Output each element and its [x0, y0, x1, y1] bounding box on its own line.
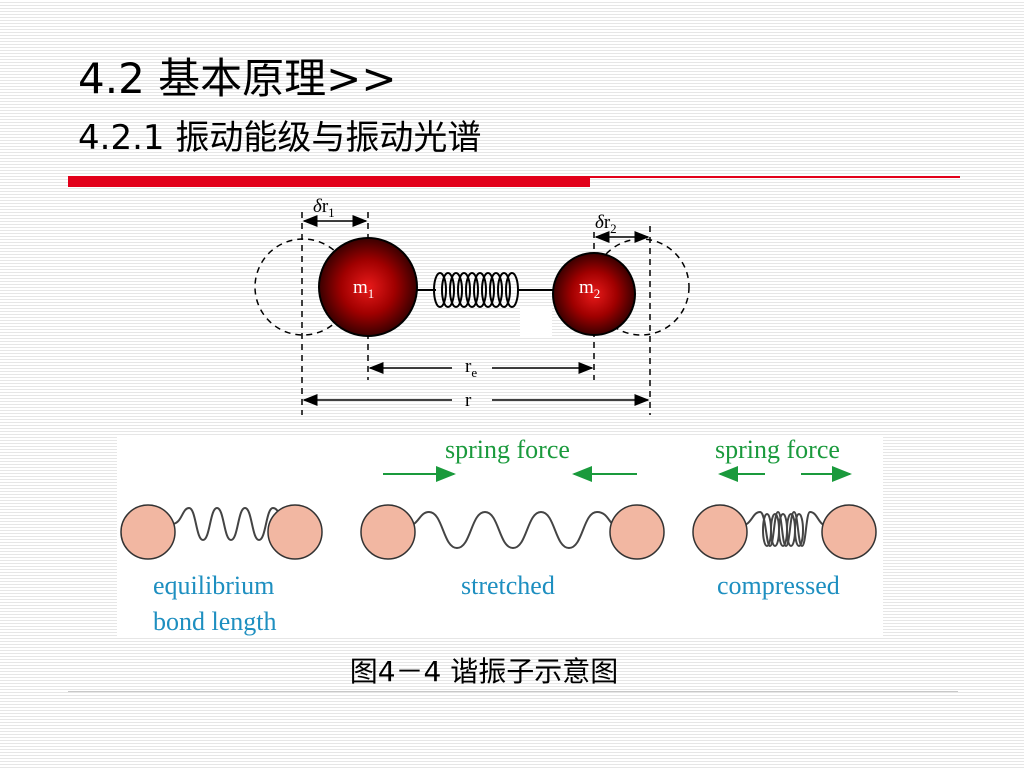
mass-2-label: m2: [579, 277, 600, 301]
spring-states-diagram: equilibrium bond length spring force str…: [117, 436, 883, 638]
stretched-spring: [406, 510, 618, 550]
compressed-ball-left: [692, 504, 748, 560]
harmonic-oscillator-diagram: m1 m2 δr1 δr2 re r: [254, 196, 690, 415]
title-underline-bar: [68, 176, 590, 187]
stretched-force-label: spring force: [445, 436, 570, 464]
compressed-spring: [739, 510, 829, 548]
mass-2: [552, 252, 636, 336]
slide-subtitle: 4.2.1 振动能级与振动光谱: [78, 118, 482, 158]
compressed-force-label: spring force: [715, 436, 840, 464]
equilibrium-spring: [171, 506, 295, 542]
stretched-label: stretched: [461, 571, 555, 600]
mass-1: [318, 237, 418, 337]
footer-divider: [68, 691, 958, 692]
r-label: r: [465, 390, 472, 411]
slide-title: 4.2 基本原理>>: [78, 54, 397, 103]
title-underline-line: [590, 176, 960, 178]
stretched-ball-right: [609, 504, 665, 560]
delta-r2-label: δr2: [595, 212, 617, 236]
re-label: re: [465, 356, 477, 380]
compressed-ball-right: [821, 504, 877, 560]
equilibrium-label-line2: bond length: [153, 607, 277, 636]
stretched-ball-left: [360, 504, 416, 560]
figure-caption: 图4－4 谐振子示意图: [349, 655, 619, 688]
equilibrium-label-line1: equilibrium: [153, 571, 274, 600]
compressed-label: compressed: [717, 571, 840, 600]
equilibrium-ball-left: [120, 504, 176, 560]
equilibrium-ball-right: [267, 504, 323, 560]
delta-r1-label: δr1: [313, 196, 335, 220]
mass-1-label: m1: [353, 277, 374, 301]
spring: [410, 272, 558, 308]
